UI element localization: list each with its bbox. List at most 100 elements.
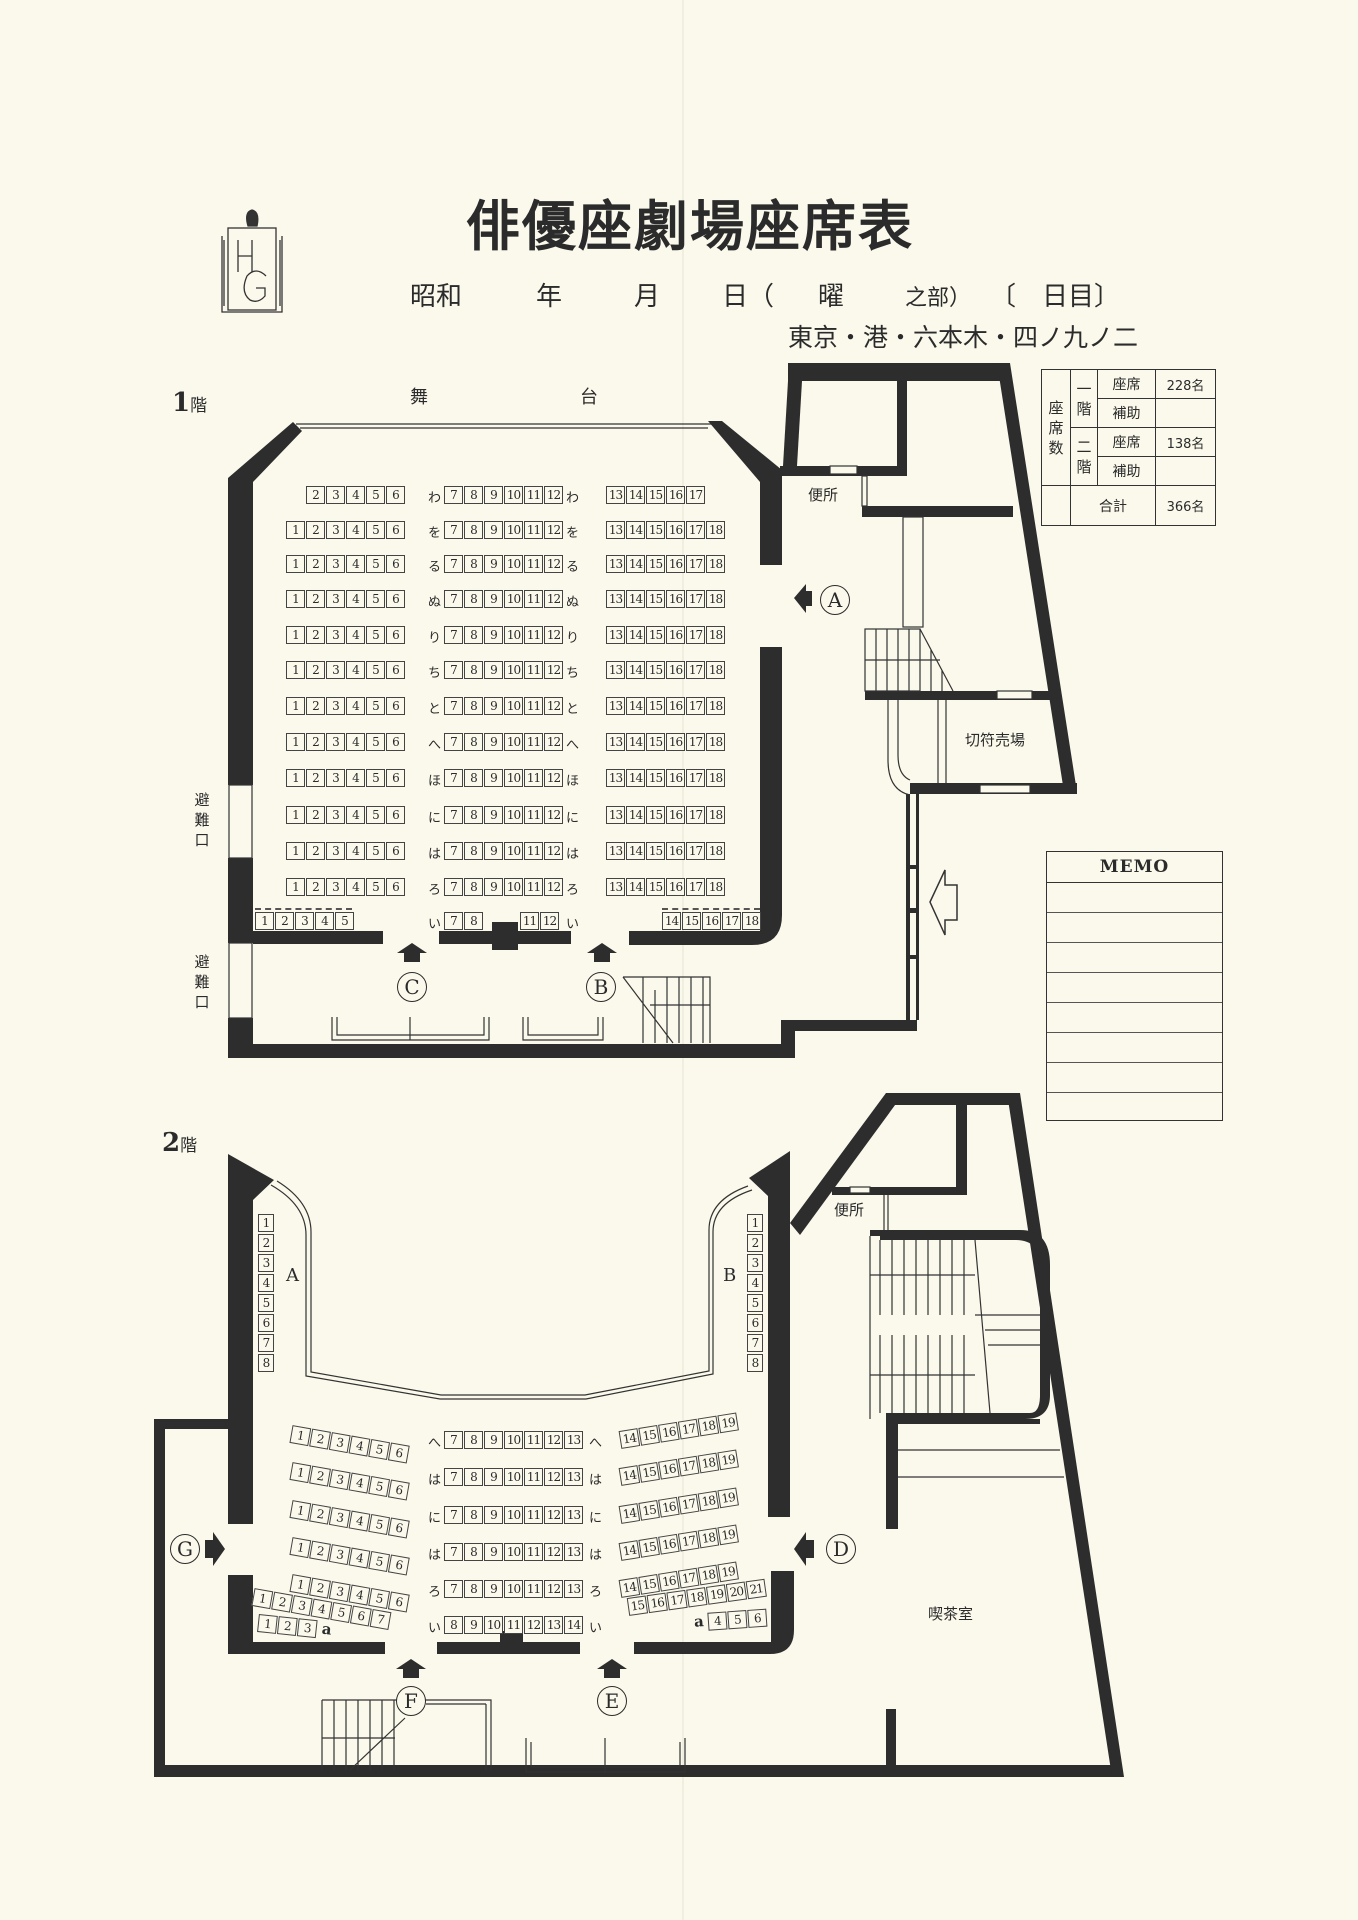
seat[interactable]: 1 <box>286 806 305 824</box>
seat[interactable]: 8 <box>464 733 483 751</box>
seat[interactable]: 4 <box>346 842 365 860</box>
seat[interactable]: 1 <box>289 1500 312 1522</box>
seat[interactable]: 14 <box>626 661 645 679</box>
seat[interactable]: 5 <box>258 1294 274 1312</box>
seat[interactable]: 17 <box>677 1493 700 1515</box>
seat[interactable]: 1 <box>286 878 305 896</box>
seat[interactable]: 5 <box>368 1439 391 1461</box>
seat[interactable]: 18 <box>697 1564 720 1586</box>
seat[interactable]: 2 <box>258 1234 274 1252</box>
seat[interactable]: 14 <box>564 1616 583 1634</box>
seat[interactable]: 2 <box>306 806 325 824</box>
seat[interactable]: 11 <box>524 806 543 824</box>
seat[interactable]: 7 <box>444 733 463 751</box>
seat[interactable]: 15 <box>646 769 665 787</box>
seat[interactable]: 16 <box>658 1458 680 1480</box>
seat[interactable]: 4 <box>310 1598 333 1620</box>
seat[interactable]: 3 <box>328 1469 351 1491</box>
seat[interactable]: 6 <box>258 1314 274 1332</box>
seat[interactable]: 2 <box>306 878 325 896</box>
seat[interactable]: 17 <box>666 1589 688 1611</box>
seat[interactable]: 5 <box>366 486 385 504</box>
seat[interactable]: 10 <box>504 733 523 751</box>
seat[interactable]: 3 <box>326 555 345 573</box>
seat[interactable]: 13 <box>606 842 625 860</box>
seat[interactable]: 17 <box>686 590 705 608</box>
seat[interactable]: 12 <box>544 842 563 860</box>
seat[interactable]: 8 <box>464 1543 483 1561</box>
seat[interactable]: 10 <box>504 486 523 504</box>
seat[interactable]: 9 <box>484 769 503 787</box>
seat[interactable]: 3 <box>328 1581 351 1603</box>
seat[interactable]: 10 <box>504 1543 523 1561</box>
seat[interactable]: 9 <box>484 733 503 751</box>
seat[interactable]: 16 <box>666 878 685 896</box>
seat[interactable]: 20 <box>725 1581 748 1602</box>
seat[interactable]: 6 <box>386 661 405 679</box>
seat[interactable]: 6 <box>386 806 405 824</box>
seat[interactable]: 14 <box>626 878 645 896</box>
seat[interactable]: 13 <box>606 661 625 679</box>
seat[interactable]: 14 <box>626 842 645 860</box>
seat[interactable]: 1 <box>286 733 305 751</box>
seat[interactable]: 6 <box>387 1554 410 1576</box>
seat[interactable]: 2 <box>306 590 325 608</box>
seat[interactable]: 10 <box>504 1431 523 1449</box>
seat[interactable]: 16 <box>666 590 685 608</box>
seat[interactable]: 11 <box>524 842 543 860</box>
seat[interactable]: 18 <box>706 842 725 860</box>
seat[interactable]: 18 <box>706 661 725 679</box>
seat[interactable]: 11 <box>524 521 543 539</box>
seat[interactable]: 2 <box>306 626 325 644</box>
seat[interactable]: 15 <box>646 486 665 504</box>
seat[interactable]: 3 <box>326 486 345 504</box>
seat[interactable]: 5 <box>368 1551 391 1573</box>
seat[interactable]: 9 <box>484 1468 503 1486</box>
seat[interactable]: 11 <box>524 1580 543 1598</box>
seat[interactable]: 3 <box>326 769 345 787</box>
seat[interactable]: 3 <box>326 626 345 644</box>
seat[interactable]: 4 <box>346 806 365 824</box>
seat[interactable]: 17 <box>722 912 741 930</box>
seat[interactable]: 11 <box>524 1431 543 1449</box>
seat[interactable]: 3 <box>326 806 345 824</box>
seat[interactable]: 12 <box>544 626 563 644</box>
seat[interactable]: 7 <box>444 590 463 608</box>
seat[interactable]: 10 <box>504 806 523 824</box>
seat[interactable]: 13 <box>606 626 625 644</box>
seat[interactable]: 3 <box>296 1618 318 1639</box>
seat[interactable]: 8 <box>464 806 483 824</box>
seat[interactable]: 3 <box>326 842 345 860</box>
seat[interactable]: 2 <box>276 1616 298 1637</box>
seat[interactable]: 2 <box>306 769 325 787</box>
seat[interactable]: 8 <box>464 1580 483 1598</box>
seat[interactable]: 14 <box>626 697 645 715</box>
seat[interactable]: 7 <box>444 1506 463 1524</box>
seat[interactable]: 18 <box>697 1490 720 1512</box>
seat[interactable]: 18 <box>706 555 725 573</box>
seat[interactable]: 7 <box>444 769 463 787</box>
seat[interactable]: 15 <box>646 733 665 751</box>
seat[interactable]: 17 <box>686 521 705 539</box>
seat[interactable]: 14 <box>626 806 645 824</box>
seat[interactable]: 5 <box>366 626 385 644</box>
seat[interactable]: 9 <box>484 1580 503 1598</box>
seat[interactable]: 5 <box>366 806 385 824</box>
seat[interactable]: 11 <box>504 1616 523 1634</box>
seat[interactable]: 4 <box>707 1611 728 1631</box>
seat[interactable]: 2 <box>306 842 325 860</box>
seat[interactable]: 15 <box>646 521 665 539</box>
seat[interactable]: 7 <box>444 1468 463 1486</box>
seat[interactable]: 8 <box>464 878 483 896</box>
seat[interactable]: 11 <box>524 590 543 608</box>
seat[interactable]: 18 <box>706 521 725 539</box>
seat[interactable]: 16 <box>666 626 685 644</box>
seat[interactable]: 6 <box>387 1517 410 1539</box>
seat[interactable]: 5 <box>366 733 385 751</box>
seat[interactable]: 17 <box>677 1530 700 1552</box>
seat[interactable]: 13 <box>564 1543 583 1561</box>
seat[interactable]: 12 <box>544 1580 563 1598</box>
seat[interactable]: 4 <box>348 1584 371 1606</box>
seat[interactable]: 10 <box>504 555 523 573</box>
seat[interactable]: 13 <box>606 697 625 715</box>
